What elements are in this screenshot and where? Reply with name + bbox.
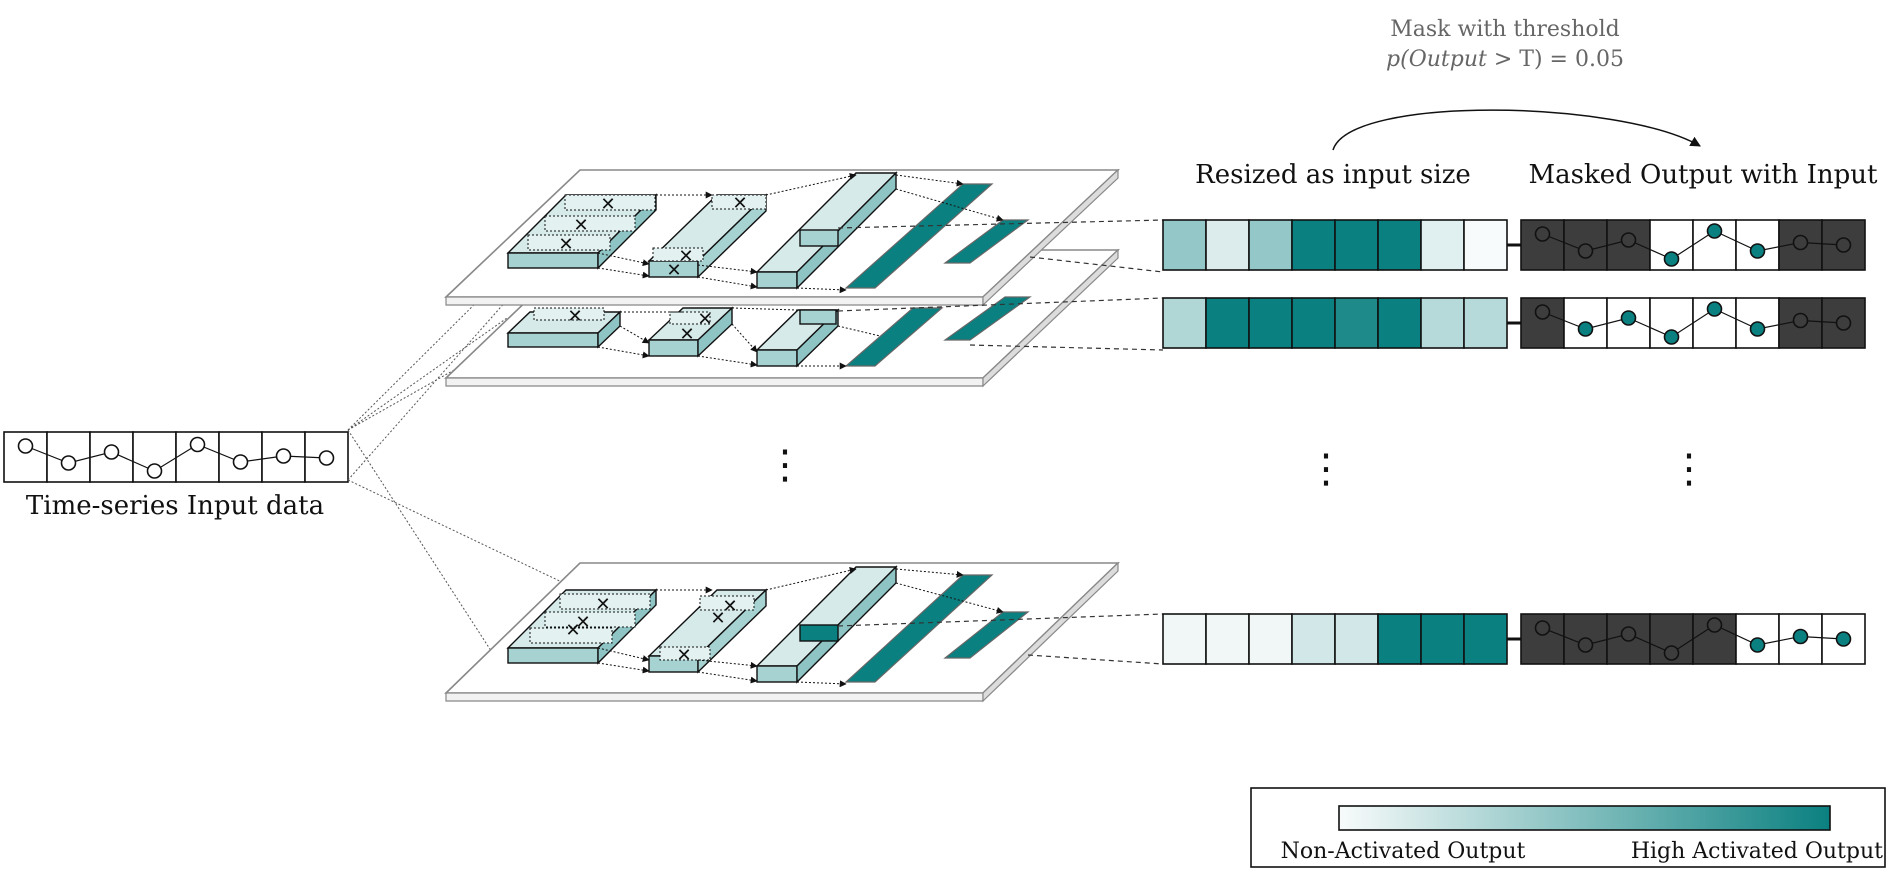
activation-cell — [1248, 613, 1293, 665]
masked-point — [1577, 243, 1594, 259]
plane-1-layers: ✕ ✕ ✕ ✕ ✕ ✕ — [506, 171, 1030, 294]
mask-arrow — [1332, 109, 1701, 151]
svg-text:✕: ✕ — [679, 324, 694, 345]
activation-cell — [1334, 613, 1379, 665]
activation-cell — [1420, 219, 1465, 271]
masked-point — [1620, 310, 1637, 326]
output-rows — [1162, 219, 1866, 665]
activation-cell — [1420, 297, 1465, 349]
svg-text:✕: ✕ — [565, 620, 580, 641]
activation-cell — [1162, 219, 1207, 271]
masked-point — [1749, 321, 1766, 337]
masked-point — [1792, 312, 1809, 329]
masked-point — [1792, 628, 1809, 645]
input-point — [189, 436, 206, 453]
svg-text:✕: ✕ — [558, 234, 573, 255]
masked-point — [1706, 301, 1723, 317]
svg-text:✕: ✕ — [595, 594, 610, 615]
masked-point — [1835, 631, 1852, 647]
resized-label: Resized as input size — [1195, 160, 1471, 190]
output-row — [1162, 613, 1866, 665]
masked-point — [1577, 637, 1594, 653]
activation-cell — [1205, 219, 1250, 271]
masked-point — [1663, 645, 1680, 661]
masked-point — [1835, 315, 1852, 331]
activation-cell — [1248, 297, 1293, 349]
masked-label: Masked Output with Input — [1528, 160, 1878, 190]
input-point — [146, 463, 163, 479]
input-point — [275, 448, 292, 464]
masked-point — [1620, 626, 1637, 642]
activation-cell — [1334, 219, 1379, 271]
input-strip — [3, 431, 349, 483]
masked-point — [1663, 329, 1680, 345]
input-point — [103, 444, 120, 460]
masked-cell — [1692, 297, 1737, 349]
ellipsis-network: ⋮ — [765, 442, 805, 488]
activation-cell — [1205, 613, 1250, 665]
svg-text:✕: ✕ — [573, 215, 588, 236]
activation-cell — [1291, 297, 1336, 349]
activation-cell — [1377, 613, 1422, 665]
masked-point — [1749, 637, 1766, 653]
activation-cell — [1463, 613, 1508, 665]
masked-point — [1534, 620, 1551, 636]
activation-cell — [1248, 219, 1293, 271]
output-row — [1162, 297, 1866, 349]
activation-cell — [1334, 297, 1379, 349]
ellipsis-resized: ⋮ — [1306, 446, 1346, 492]
activation-cell — [1377, 297, 1422, 349]
masked-point — [1792, 234, 1809, 251]
resize-connectors — [837, 219, 1164, 665]
input-label: Time-series Input data — [26, 491, 324, 521]
input-point — [17, 438, 34, 454]
plane-2-layers: ✕ ✕ ✕ — [506, 296, 1032, 370]
activation-cell — [1162, 297, 1207, 349]
masked-point — [1534, 226, 1551, 242]
mask-formula: p(Output > T) = 0.05 — [1386, 47, 1624, 72]
input-point — [60, 455, 77, 471]
masked-point — [1749, 243, 1766, 259]
activation-cell — [1291, 219, 1336, 271]
masked-point — [1534, 304, 1551, 320]
activation-cell — [1463, 219, 1508, 271]
ellipsis-masked: ⋮ — [1669, 446, 1709, 492]
legend: Non-Activated Output High Activated Outp… — [1250, 787, 1886, 868]
masked-point — [1577, 321, 1594, 337]
svg-text:✕: ✕ — [666, 260, 681, 281]
masked-cell — [1520, 613, 1565, 665]
masked-point — [1620, 232, 1637, 248]
svg-text:✕: ✕ — [710, 608, 725, 629]
input-point — [232, 454, 249, 470]
input-point — [318, 450, 335, 466]
activation-cell — [1291, 613, 1336, 665]
masked-point — [1663, 251, 1680, 267]
legend-colorbar — [1338, 805, 1831, 831]
activation-cell — [1205, 297, 1250, 349]
svg-text:✕: ✕ — [600, 194, 615, 215]
legend-low-label: Non-Activated Output — [1281, 839, 1526, 864]
svg-text:✕: ✕ — [678, 246, 693, 267]
masked-point — [1706, 617, 1723, 633]
svg-text:✕: ✕ — [697, 309, 712, 330]
svg-text:✕: ✕ — [567, 306, 582, 327]
svg-text:✕: ✕ — [732, 193, 747, 214]
masked-point — [1706, 223, 1723, 239]
input-cell — [175, 431, 220, 483]
plane-3-layers: ✕ ✕ ✕ ✕ ✕ ✕ — [506, 565, 1030, 688]
svg-text:✕: ✕ — [575, 612, 590, 633]
activation-cell — [1463, 297, 1508, 349]
svg-text:✕: ✕ — [722, 596, 737, 617]
svg-text:✕: ✕ — [676, 645, 691, 666]
legend-high-label: High Activated Output — [1631, 839, 1883, 864]
output-row — [1162, 219, 1866, 271]
masked-point — [1835, 237, 1852, 253]
activation-cell — [1162, 613, 1207, 665]
activation-cell — [1377, 219, 1422, 271]
activation-cell — [1420, 613, 1465, 665]
mask-title: Mask with threshold — [1390, 17, 1620, 42]
